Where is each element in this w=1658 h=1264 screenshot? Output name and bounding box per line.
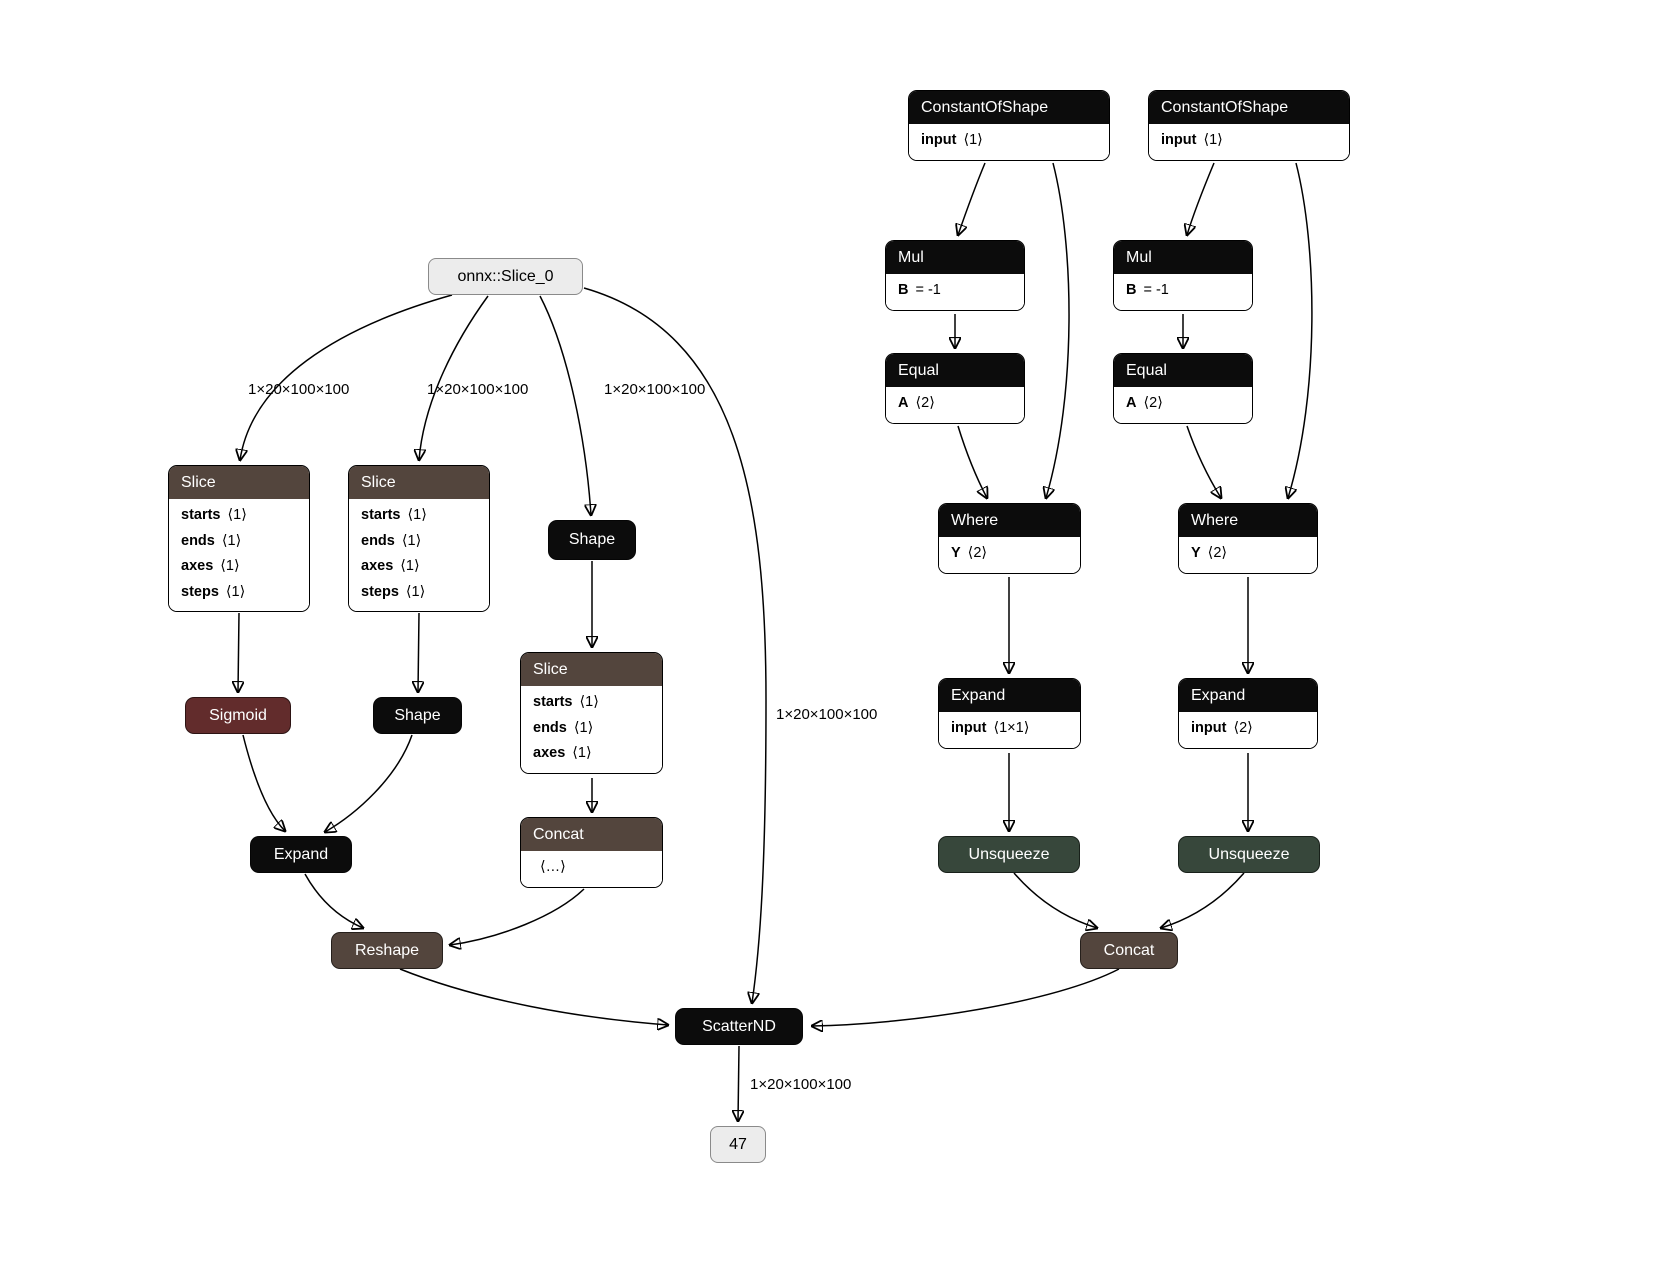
node-title: ConstantOfShape <box>909 91 1109 124</box>
node-constantofshape-1[interactable]: ConstantOfShape input⟨1⟩ <box>908 90 1110 161</box>
node-where-2[interactable]: Where Y⟨2⟩ <box>1178 503 1318 574</box>
node-scatternd[interactable]: ScatterND <box>675 1008 803 1045</box>
node-attr: ends⟨1⟩ <box>521 715 662 742</box>
node-attr: ends⟨1⟩ <box>349 528 489 555</box>
edge-label-shape-4: 1×20×100×100 <box>776 706 878 723</box>
edge-cos2-mul2 <box>1187 162 1215 235</box>
edge-input-shape <box>539 295 591 515</box>
node-attr: Y⟨2⟩ <box>1179 541 1317 567</box>
node-attr: ends⟨1⟩ <box>169 528 309 555</box>
edge-reshape-scatternd <box>399 968 668 1025</box>
node-attr: input⟨1×1⟩ <box>939 716 1080 742</box>
edge-slice2-shape <box>418 612 419 692</box>
node-title: Mul <box>886 241 1024 274</box>
node-attr: starts⟨1⟩ <box>169 503 309 529</box>
node-label: Unsqueeze <box>968 846 1050 863</box>
node-expand-right-2[interactable]: Expand input⟨2⟩ <box>1178 678 1318 749</box>
node-label: Sigmoid <box>209 707 267 724</box>
graph-input-label: onnx::Slice_0 <box>457 268 554 285</box>
node-attr: starts⟨1⟩ <box>349 503 489 529</box>
edge-expand-reshape <box>304 873 363 928</box>
edge-equal1-where1 <box>957 425 987 498</box>
node-label: Expand <box>273 846 329 863</box>
node-title: Slice <box>169 466 309 499</box>
edge-label-shape-2: 1×20×100×100 <box>427 381 529 398</box>
node-label: Concat <box>1103 942 1155 959</box>
node-attr: steps⟨1⟩ <box>349 579 489 606</box>
node-attr: starts⟨1⟩ <box>521 690 662 716</box>
edge-label-shape-1: 1×20×100×100 <box>248 381 350 398</box>
node-title: ConstantOfShape <box>1149 91 1349 124</box>
node-expand-left[interactable]: Expand <box>250 836 352 873</box>
node-title: Concat <box>521 818 662 851</box>
node-title: Expand <box>1179 679 1317 712</box>
edge-cos1-mul1 <box>958 162 986 235</box>
node-title: Where <box>939 504 1080 537</box>
node-equal-1[interactable]: Equal A⟨2⟩ <box>885 353 1025 424</box>
node-slice-2[interactable]: Slice starts⟨1⟩ ends⟨1⟩ axes⟨1⟩ steps⟨1⟩ <box>348 465 490 613</box>
node-title: Slice <box>521 653 662 686</box>
node-attr: input⟨1⟩ <box>1149 128 1349 154</box>
node-attr: axes⟨1⟩ <box>349 554 489 580</box>
node-attr: input⟨1⟩ <box>909 128 1109 154</box>
node-concat-left[interactable]: Concat ⟨…⟩ <box>520 817 663 888</box>
edge-scatternd-output <box>738 1045 739 1121</box>
node-label: Unsqueeze <box>1208 846 1290 863</box>
edge-input-scatternd <box>583 287 767 1003</box>
node-attr: input⟨2⟩ <box>1179 716 1317 742</box>
node-label: Reshape <box>354 942 420 959</box>
edge-label-shape-3: 1×20×100×100 <box>604 381 706 398</box>
edge-concat-scatternd <box>812 968 1120 1026</box>
edge-sigmoid-expand <box>242 734 285 831</box>
edge-input-slice2 <box>419 295 489 460</box>
node-title: Where <box>1179 504 1317 537</box>
edge-cos2-where2 <box>1288 162 1313 498</box>
node-title: Equal <box>1114 354 1252 387</box>
node-reshape[interactable]: Reshape <box>331 932 443 969</box>
node-attr: axes⟨1⟩ <box>521 741 662 767</box>
node-slice-3[interactable]: Slice starts⟨1⟩ ends⟨1⟩ axes⟨1⟩ <box>520 652 663 774</box>
node-graph-output[interactable]: 47 <box>710 1126 766 1163</box>
node-constantofshape-2[interactable]: ConstantOfShape input⟨1⟩ <box>1148 90 1350 161</box>
node-attr: A⟨2⟩ <box>886 391 1024 417</box>
node-title: Slice <box>349 466 489 499</box>
node-title: Equal <box>886 354 1024 387</box>
edge-label-shape-5: 1×20×100×100 <box>750 1076 852 1093</box>
node-label: Shape <box>394 707 441 724</box>
node-shape-middle[interactable]: Shape <box>548 520 636 560</box>
node-equal-2[interactable]: Equal A⟨2⟩ <box>1113 353 1253 424</box>
node-graph-input[interactable]: onnx::Slice_0 <box>428 258 583 295</box>
node-unsqueeze-1[interactable]: Unsqueeze <box>938 836 1080 873</box>
node-concat-right[interactable]: Concat <box>1080 932 1178 969</box>
node-title: Expand <box>939 679 1080 712</box>
node-mul-1[interactable]: Mul B= -1 <box>885 240 1025 311</box>
edge-slice1-sigmoid <box>238 612 239 692</box>
node-title: Mul <box>1114 241 1252 274</box>
edge-concat2-reshape <box>450 888 585 945</box>
edge-unsqueeze1-concat <box>1013 872 1097 928</box>
node-expand-right-1[interactable]: Expand input⟨1×1⟩ <box>938 678 1081 749</box>
edge-equal2-where2 <box>1186 425 1221 498</box>
graph-output-label: 47 <box>729 1136 747 1153</box>
node-attr: B= -1 <box>1114 278 1252 304</box>
node-shape-left[interactable]: Shape <box>373 697 462 734</box>
node-label: Shape <box>568 531 616 548</box>
node-attr: B= -1 <box>886 278 1024 304</box>
node-attr: steps⟨1⟩ <box>169 579 309 606</box>
node-label: ScatterND <box>702 1018 776 1035</box>
node-unsqueeze-2[interactable]: Unsqueeze <box>1178 836 1320 873</box>
node-slice-1[interactable]: Slice starts⟨1⟩ ends⟨1⟩ axes⟨1⟩ steps⟨1⟩ <box>168 465 310 613</box>
edge-cos1-where1 <box>1046 162 1070 498</box>
node-attr: ⟨…⟩ <box>521 855 662 881</box>
edge-shape2-expand <box>325 734 413 832</box>
node-attr: axes⟨1⟩ <box>169 554 309 580</box>
edge-input-slice1 <box>240 294 453 460</box>
node-mul-2[interactable]: Mul B= -1 <box>1113 240 1253 311</box>
node-sigmoid[interactable]: Sigmoid <box>185 697 291 734</box>
node-attr: Y⟨2⟩ <box>939 541 1080 567</box>
node-where-1[interactable]: Where Y⟨2⟩ <box>938 503 1081 574</box>
node-attr: A⟨2⟩ <box>1114 391 1252 417</box>
edge-unsqueeze2-concat <box>1161 872 1245 928</box>
